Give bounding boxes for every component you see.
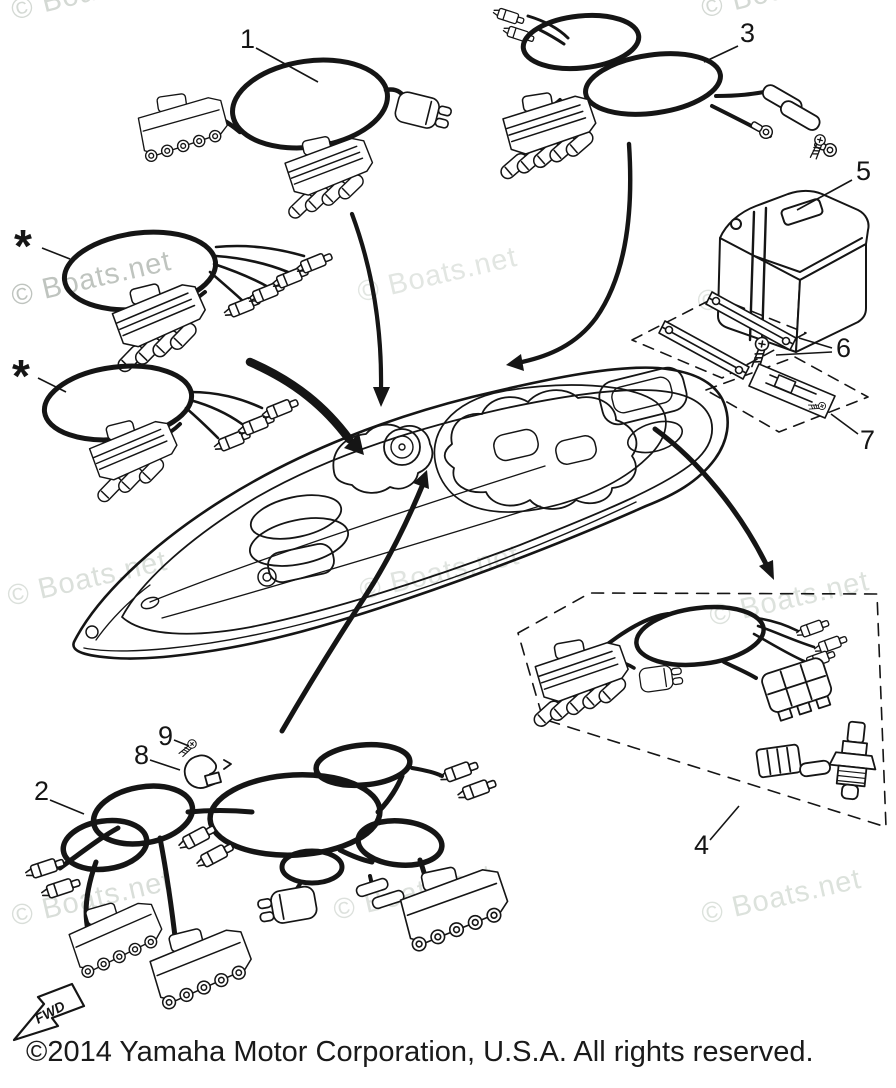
watermark-text: © Boats.net — [4, 545, 170, 613]
pointer-arrows — [245, 357, 774, 734]
wire-coil — [60, 817, 150, 873]
flag-terminal — [794, 616, 831, 640]
2-pin-connector — [637, 662, 685, 694]
mount-plate — [705, 291, 797, 351]
engine-cover — [443, 389, 638, 510]
leader-line — [41, 247, 71, 260]
5-socket-connector — [497, 85, 600, 183]
watermark-text: © Boats.net — [698, 863, 864, 931]
accessory-harness-4 — [517, 592, 887, 828]
helm-console — [332, 423, 434, 494]
callout-label-asterisk-a: * — [14, 220, 32, 272]
mount-plate — [658, 320, 750, 380]
fwd-arrow — [12, 982, 86, 1042]
watermark-text: © Boats.net — [698, 0, 864, 25]
leader-line — [37, 377, 67, 393]
steering-helm — [383, 428, 421, 466]
flag-terminal — [437, 757, 481, 786]
callout-label-5: 5 — [856, 156, 871, 186]
callout-label-9: 9 — [158, 721, 173, 751]
flag-terminal — [193, 839, 237, 872]
pointer-arrow-icon — [519, 141, 633, 365]
pointer-arrow-icon — [245, 357, 354, 444]
dashed-outline — [517, 592, 887, 828]
2-pin-connector — [392, 89, 455, 134]
leader-line — [703, 45, 739, 63]
leader-line — [149, 759, 181, 771]
wire-harness-1 — [135, 57, 455, 407]
leader-line — [775, 351, 833, 356]
wire-coil — [313, 741, 413, 789]
wire-coil — [520, 12, 642, 72]
leader-line — [49, 799, 85, 815]
sub-wire-harness-b — [41, 363, 301, 506]
battery-mounting-parts — [631, 291, 869, 433]
flag-terminal — [455, 775, 499, 804]
4-socket-connector — [280, 127, 378, 222]
watermark-text: © Boats.net — [706, 565, 872, 633]
fwd-arrow-icon — [12, 982, 86, 1042]
cable-clamp-8 — [183, 754, 232, 789]
callout-label-1: 1 — [240, 24, 255, 54]
leader-line — [173, 739, 190, 747]
leader-line — [255, 47, 319, 83]
5-pin-connector — [135, 87, 232, 164]
deck-rim — [121, 389, 713, 635]
2-pin-connector — [255, 884, 320, 928]
boat-hull — [72, 366, 729, 660]
stern-deck — [598, 366, 688, 426]
pointer-arrow-icon — [349, 211, 384, 393]
callout-label-3: 3 — [740, 18, 755, 48]
main-wire-harness-2 — [23, 737, 515, 1012]
wire-coil — [355, 818, 445, 868]
5-socket-connector — [530, 631, 633, 730]
pointer-arrow-icon — [279, 481, 426, 734]
leader-line — [709, 805, 740, 841]
wire-harness-3 — [491, 5, 840, 371]
inline-fuse — [355, 877, 405, 910]
wire-coil — [634, 604, 766, 668]
callouts: 1 2 3 4 5 6 7 8 9 * * FWD — [12, 18, 875, 1027]
dashed-outline — [631, 296, 807, 379]
callout-label-2: 2 — [34, 776, 49, 806]
battery — [717, 132, 870, 353]
strap-buckle — [748, 363, 836, 419]
callout-label-asterisk-b: * — [12, 350, 30, 402]
callout-label-4: 4 — [694, 830, 709, 860]
hull-outline — [72, 366, 729, 660]
6-pin-connector — [761, 657, 833, 722]
pressure-switch — [755, 720, 877, 801]
pointer-arrow-icon — [652, 426, 769, 567]
watermark-text: © Boats.net — [354, 241, 520, 309]
leader-line — [830, 413, 859, 435]
callout-label-6: 6 — [836, 333, 851, 363]
wire-coil — [90, 783, 196, 847]
wire-coil — [279, 848, 345, 886]
screw-icon — [178, 737, 199, 760]
5-pin-connector — [144, 917, 259, 1012]
seat — [249, 494, 343, 540]
5-pin-connector — [395, 856, 515, 954]
wire-coil — [583, 51, 723, 117]
copyright-text: ©2014 Yamaha Motor Corporation, U.S.A. A… — [26, 1036, 814, 1068]
watermark-text: © Boats.net — [8, 0, 174, 27]
spade-terminal — [491, 5, 526, 27]
callout-label-8: 8 — [134, 740, 149, 770]
leader-line — [798, 337, 833, 349]
fuse-holder — [761, 84, 821, 131]
sub-wire-harness-a — [61, 229, 335, 376]
callout-label-7: 7 — [860, 425, 875, 455]
leader-line — [796, 179, 853, 211]
